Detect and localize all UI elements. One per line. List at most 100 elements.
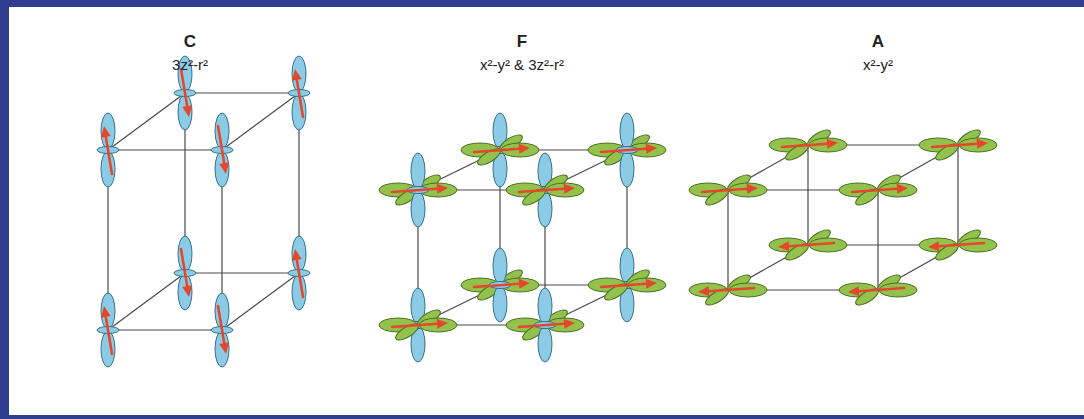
cube-edge (957, 145, 958, 245)
cube-edge (108, 93, 185, 150)
spin-arrow (392, 184, 448, 194)
spin-arrow (181, 249, 192, 297)
orbital-label: x²-y² & 3z²-r² (480, 56, 564, 73)
arrow-head (219, 342, 229, 354)
dz2-orbital (97, 113, 119, 187)
cube-edge (727, 190, 728, 290)
spin-arrow (181, 69, 192, 117)
arrow-shaft (297, 80, 303, 117)
frame-band (0, 415, 1084, 419)
arrow-shaft (218, 306, 224, 343)
spin-arrow (778, 241, 834, 251)
spin-arrow (852, 184, 908, 194)
dx2-orbital (588, 267, 666, 303)
spin-arrow (932, 139, 988, 149)
arrow-shaft (702, 189, 747, 192)
spin-arrow (218, 306, 229, 354)
arrow-shaft (392, 189, 437, 192)
arrow-head (747, 184, 758, 194)
spin-arrow (601, 144, 657, 154)
cube-edge (185, 92, 299, 93)
arrow-head (698, 286, 709, 296)
spin-arrow (292, 249, 303, 297)
cube-edge (222, 273, 299, 330)
spin-arrow (292, 69, 303, 117)
cube-edge (108, 149, 222, 150)
arrow-shaft (789, 243, 834, 246)
spin-arrow (702, 184, 758, 194)
spin-arrow (474, 144, 530, 154)
arrow-shaft (181, 249, 187, 286)
cube-edge (185, 272, 299, 273)
arrow-shaft (181, 69, 187, 106)
arrow-head (101, 126, 111, 138)
dx2-orbital (769, 127, 847, 163)
orbital-lobe (411, 153, 425, 189)
frame-band (0, 0, 1084, 7)
cube-edge (877, 190, 878, 290)
spin-arrow (218, 126, 229, 174)
orbital-label: 3z²-r² (172, 56, 208, 73)
dz2-orbital (211, 293, 233, 367)
orbital-lobe (493, 248, 507, 284)
arrow-head (519, 144, 530, 154)
spin-arrow (101, 306, 112, 354)
cube-edge (807, 145, 808, 245)
arrow-shaft (474, 284, 519, 287)
arrow-shaft (106, 317, 112, 354)
arrow-head (897, 184, 908, 194)
dx2-orbital (461, 132, 539, 168)
arrow-head (827, 139, 838, 149)
arrow-shaft (782, 144, 827, 147)
arrow-head (101, 306, 111, 318)
arrow-head (182, 105, 192, 117)
cube-edge (108, 329, 222, 330)
spin-arrow (392, 319, 448, 329)
arrow-head (646, 144, 657, 154)
orbital-lobe (411, 191, 425, 227)
arrow-head (437, 319, 448, 329)
orbital-lobe (538, 326, 552, 362)
orbital-lobe (493, 286, 507, 322)
dz2-orbital (288, 236, 310, 310)
orbital-lobe (620, 113, 634, 149)
orbital-lobe (620, 151, 634, 187)
dx2-orbital (919, 227, 997, 263)
arrow-shaft (392, 324, 437, 327)
arrow-shaft (474, 149, 519, 152)
arrow-head (564, 184, 575, 194)
dx2-orbital (506, 172, 584, 208)
arrow-head (848, 286, 859, 296)
dx2-orbital (379, 307, 457, 343)
arrow-shaft (601, 149, 646, 152)
arrow-shaft (859, 288, 904, 291)
arrow-head (778, 241, 789, 251)
panel-letter: F (517, 32, 527, 52)
frame-band (0, 0, 9, 419)
arrow-shaft (218, 126, 224, 163)
spin-arrow (101, 126, 112, 174)
spin-arrow (474, 279, 530, 289)
arrow-shaft (519, 324, 564, 327)
dz2-orbital (174, 236, 196, 310)
spin-arrow (848, 286, 904, 296)
dz2-orbital (97, 293, 119, 367)
arrow-shaft (601, 284, 646, 287)
arrow-head (564, 319, 575, 329)
arrow-head (292, 249, 302, 261)
cube-edge (108, 273, 185, 330)
spin-arrow (782, 139, 838, 149)
arrow-head (437, 184, 448, 194)
arrow-head (928, 241, 939, 251)
dx2-orbital (919, 127, 997, 163)
arrow-shaft (932, 144, 977, 147)
dz2-orbital (211, 113, 233, 187)
orbital-lobe (538, 288, 552, 324)
arrow-shaft (297, 260, 303, 297)
arrow-head (292, 69, 302, 81)
panel-letter: C (184, 32, 196, 52)
dz2-orbital (288, 56, 310, 130)
dx2-orbital (689, 172, 767, 208)
arrow-shaft (939, 243, 984, 246)
arrow-shaft (519, 189, 564, 192)
